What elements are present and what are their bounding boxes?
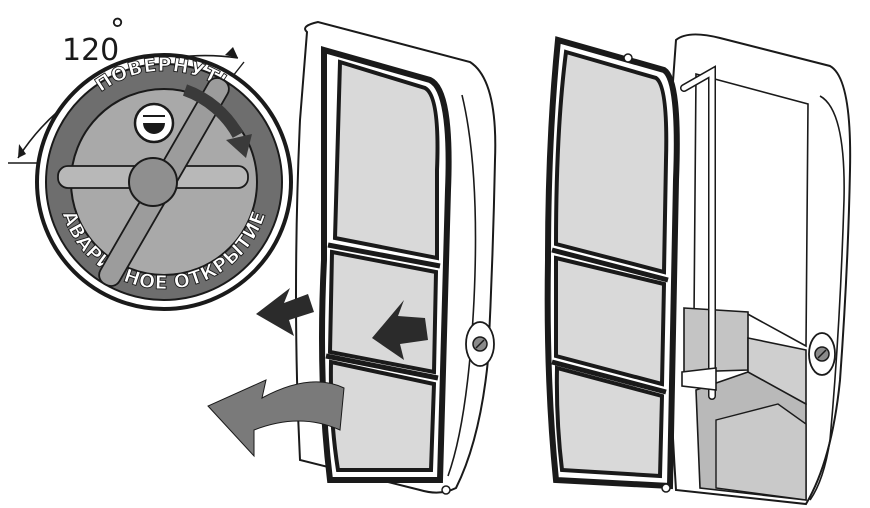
upper-glass-panel [335, 62, 438, 258]
lock-icon [135, 104, 173, 142]
dial-hub [129, 158, 177, 206]
right-door-open-view [548, 34, 851, 504]
lock-icon[interactable] [466, 322, 494, 366]
degree-symbol: ° [110, 13, 125, 48]
lock-icon[interactable] [809, 333, 835, 375]
middle-glass-panel [330, 252, 436, 372]
upper-glass-panel [556, 52, 666, 272]
emergency-release-dial: 120 ° ПОВЕРНУТЬ АВАРИЙНОЕ ОТКРЫТИЕ [8, 13, 291, 309]
